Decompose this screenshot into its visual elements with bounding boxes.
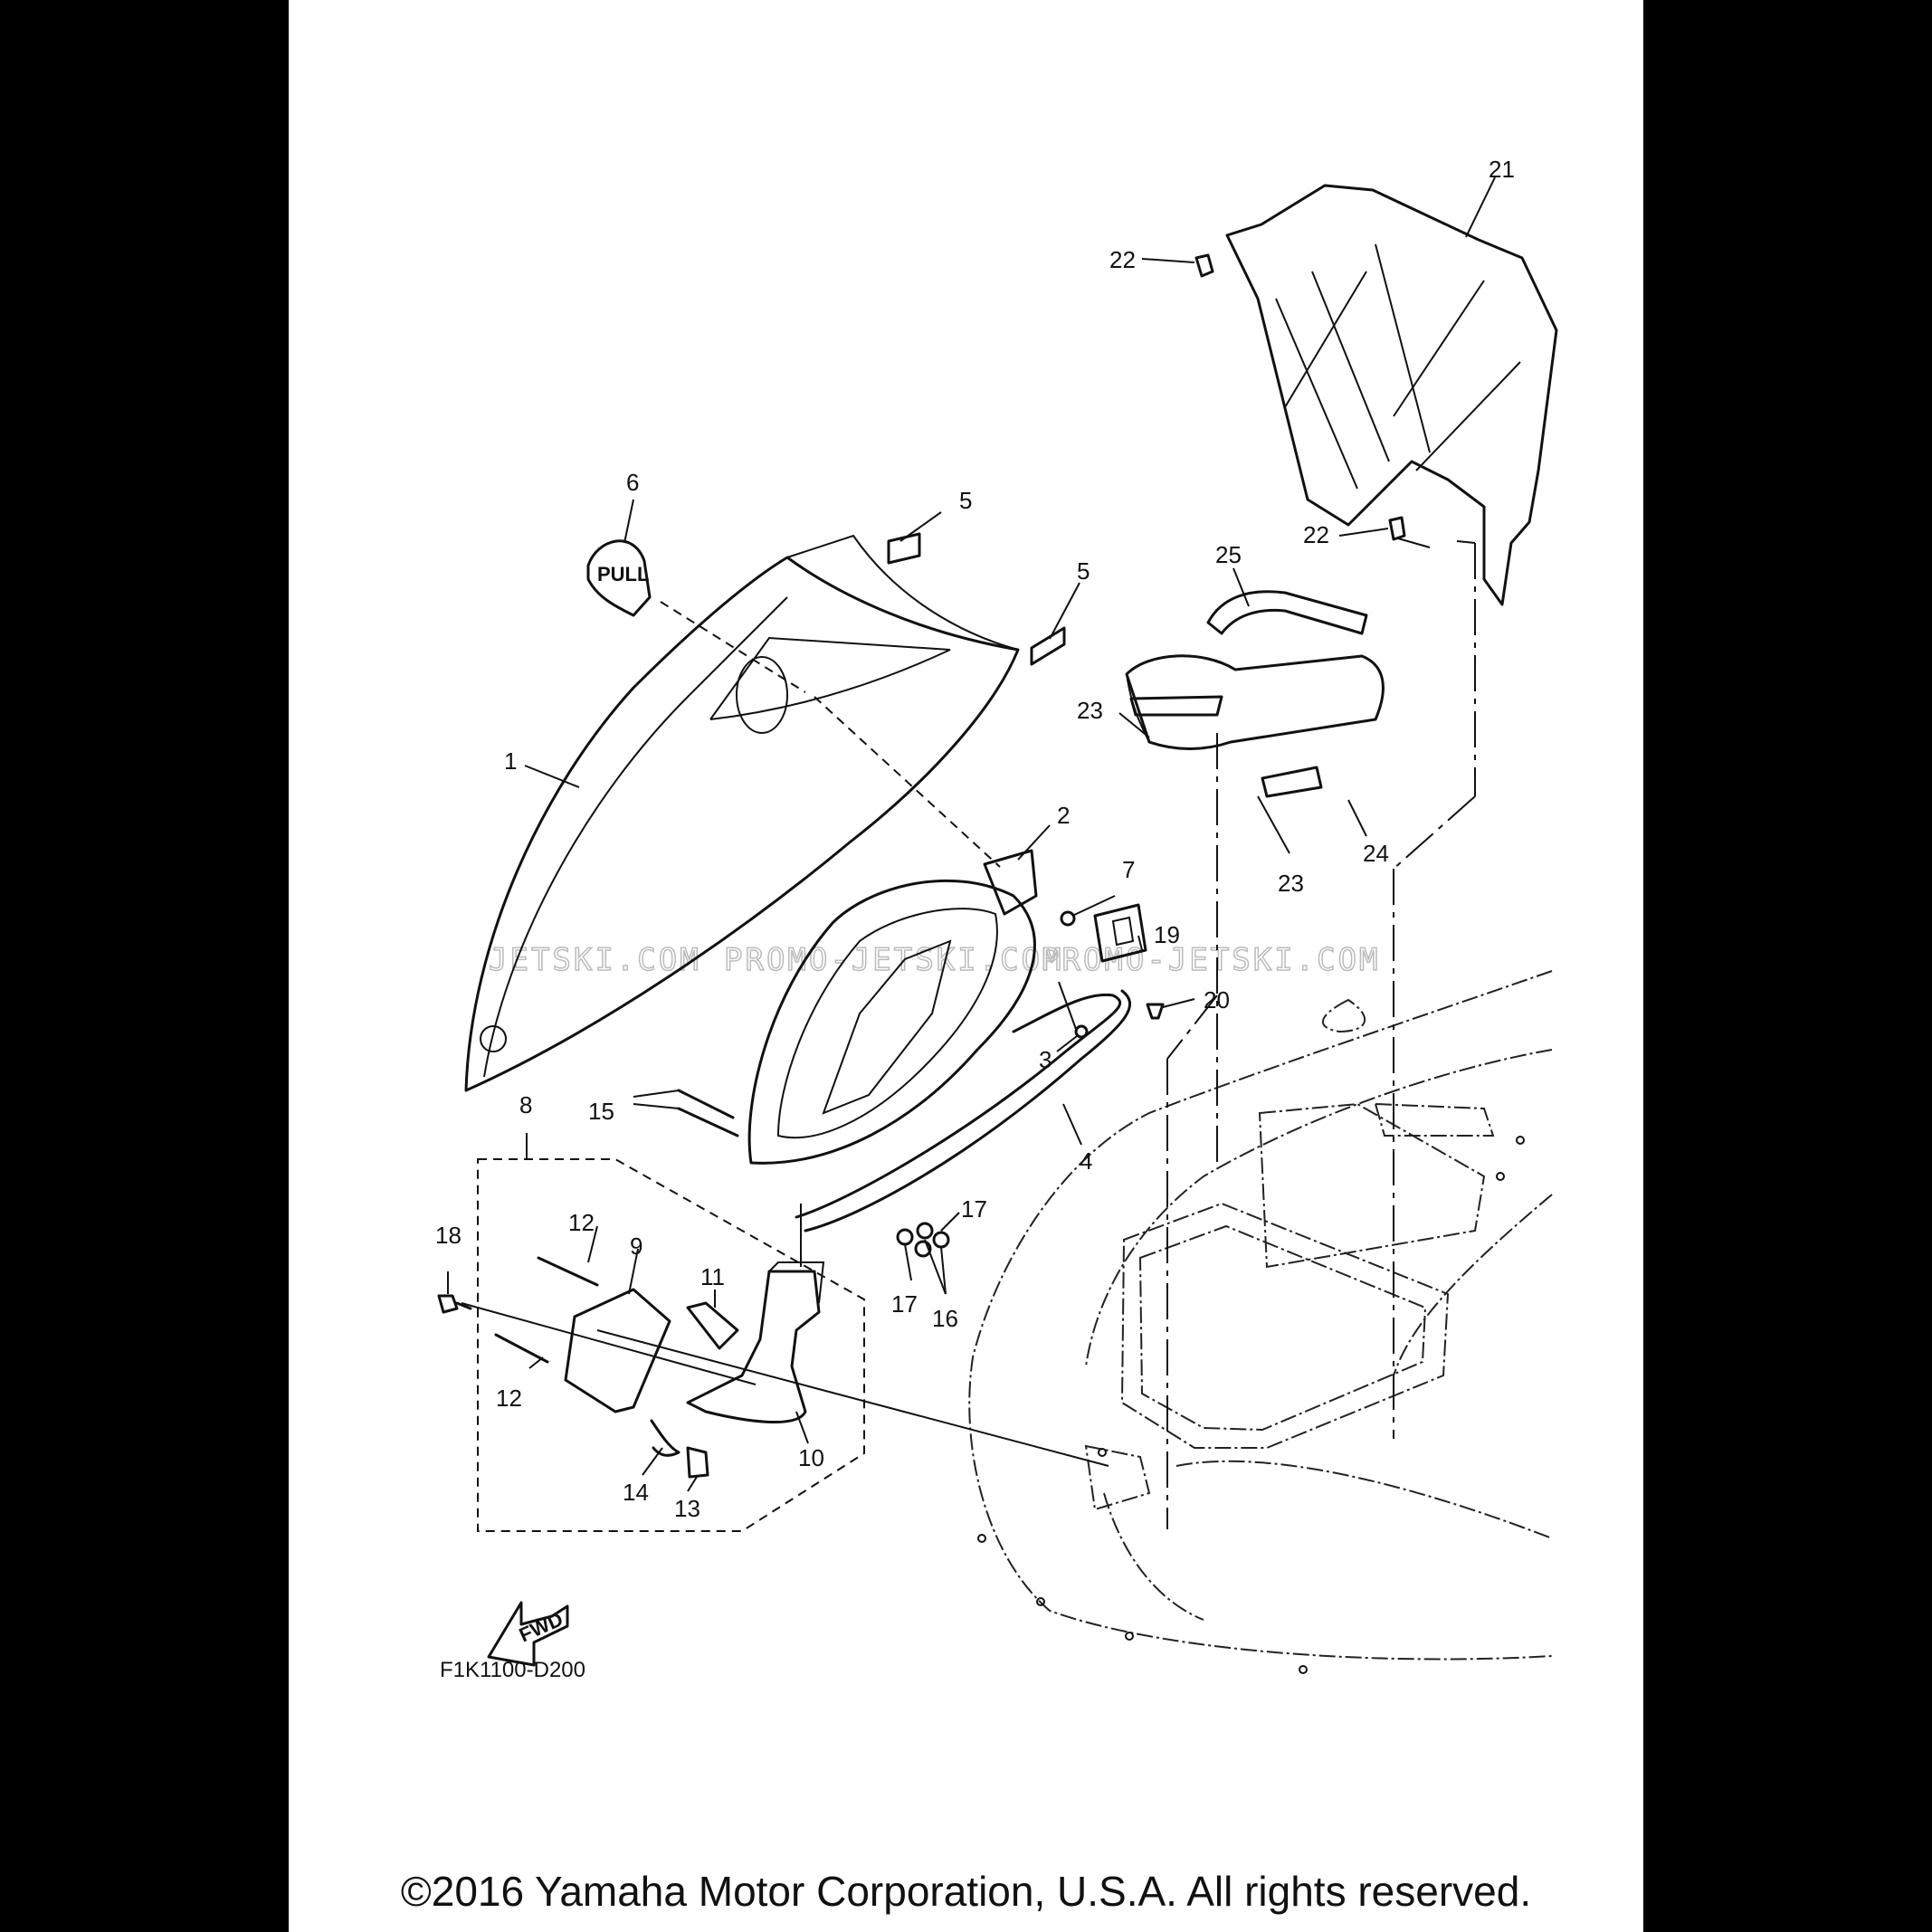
- callout-11: 11: [700, 1263, 725, 1290]
- callout-17: 17: [891, 1290, 918, 1318]
- callout-1: 1: [504, 747, 517, 775]
- callout-3: 3: [1039, 1046, 1052, 1073]
- hull-outline: [968, 970, 1553, 1674]
- callout-4: 4: [1080, 1147, 1092, 1175]
- guide-lines: [461, 538, 1476, 1529]
- watermark: PROMO-JETSKI.COM: [1041, 942, 1381, 978]
- fwd-arrow-icon: FWD: [487, 1601, 569, 1667]
- leader-lines: [447, 176, 1496, 1492]
- callout-20: 20: [1204, 986, 1230, 1014]
- callout-6: 6: [626, 469, 639, 496]
- callout-23: 23: [1077, 697, 1103, 724]
- callout-12: 12: [568, 1209, 595, 1236]
- bolt-18: [437, 1294, 472, 1314]
- callout-16: 16: [932, 1305, 958, 1332]
- callout-13: 13: [674, 1495, 700, 1522]
- latch-pins: [494, 1256, 599, 1364]
- callout-2: 2: [1057, 802, 1070, 829]
- battery-case: [1125, 654, 1385, 798]
- callout-25: 25: [1215, 541, 1242, 568]
- fwd-label: FWD: [516, 1607, 566, 1646]
- bracket-19: [1093, 903, 1147, 963]
- copyright-notice: ©2016 Yamaha Motor Corporation, U.S.A. A…: [400, 1868, 1532, 1915]
- drawing-code: F1K1100-D200: [440, 1658, 585, 1682]
- callout-14: 14: [623, 1479, 649, 1506]
- callout-8: 8: [519, 1091, 532, 1118]
- callout-18: 18: [435, 1222, 462, 1249]
- callout-5: 5: [959, 487, 972, 514]
- battery-band-25: [1206, 590, 1368, 635]
- callout-24: 24: [1363, 840, 1389, 867]
- hood-seal: [795, 989, 1132, 1232]
- storage-bin: [747, 849, 1038, 1165]
- cover-panel-21: [1225, 184, 1558, 606]
- callout-10: 10: [798, 1444, 824, 1471]
- pull-label: PULL: [597, 563, 649, 585]
- callout-5: 5: [1077, 557, 1090, 585]
- pull-knob: PULL: [586, 539, 652, 617]
- callout-23: 23: [1278, 870, 1304, 897]
- tape-strips: [887, 532, 1066, 666]
- watermark-group: JETSKI.COM PROMO-JETSKI.COM PROMO-JETSKI…: [488, 941, 1381, 979]
- latch-plate: [564, 1288, 671, 1413]
- callout-12: 12: [496, 1385, 522, 1412]
- callout-19: 19: [1154, 921, 1180, 948]
- spring-and-collar: [650, 1419, 709, 1479]
- callout-9: 9: [630, 1232, 642, 1260]
- clips: [1194, 253, 1406, 541]
- watermark: JETSKI.COM: [489, 942, 701, 978]
- callout-15: 15: [588, 1098, 614, 1125]
- callout-22: 22: [1303, 521, 1329, 548]
- callout-22: 22: [1109, 246, 1136, 273]
- callout-17: 17: [961, 1195, 987, 1223]
- latch-group-box: [477, 1158, 865, 1532]
- callout-7: 7: [1122, 856, 1135, 883]
- watermark: PROMO-JETSKI.COM: [724, 942, 1064, 978]
- latch-sleeve: [686, 1301, 739, 1350]
- callout-labels: 1 2 3 4 5 5 6 7 8 9 10 11 12 12 13 14 15…: [435, 156, 1515, 1522]
- front-hood-cover: [464, 534, 1020, 1092]
- callout-21: 21: [1489, 156, 1515, 183]
- long-bolts: [677, 1089, 739, 1137]
